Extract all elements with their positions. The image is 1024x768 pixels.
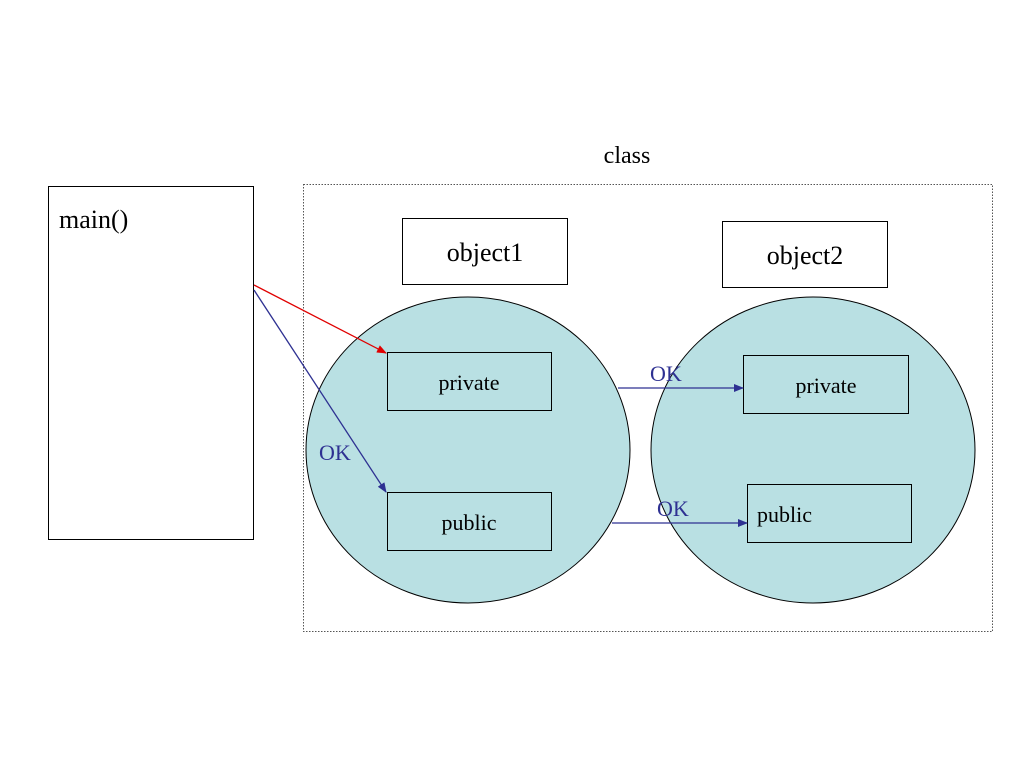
main-to-public-arrow [253,289,387,493]
object1-public-box [387,492,552,551]
ok-label-object2-public: OK [657,496,689,521]
class-label: class [604,143,651,169]
ok-label-main-public: OK [319,440,351,465]
object1-label-box [402,218,568,285]
object2-public-label: public [757,502,812,527]
object1-private-label: private [438,370,499,395]
object2-public-box [747,484,912,543]
object2-private-label: private [795,373,856,398]
object2-label-box [722,221,888,288]
object2-private-box [743,355,909,414]
main-label: main() [59,205,128,234]
object1-circle [305,296,631,604]
main-to-private-arrow [253,284,387,354]
object1-public-label: public [442,510,497,535]
object2-circle [650,296,976,604]
object2-label: object2 [767,241,844,270]
object1-private-box [387,352,552,411]
class-container [303,184,993,632]
ok-label-object2-private: OK [650,361,682,386]
object1-label: object1 [447,238,524,267]
main-box [48,186,254,540]
